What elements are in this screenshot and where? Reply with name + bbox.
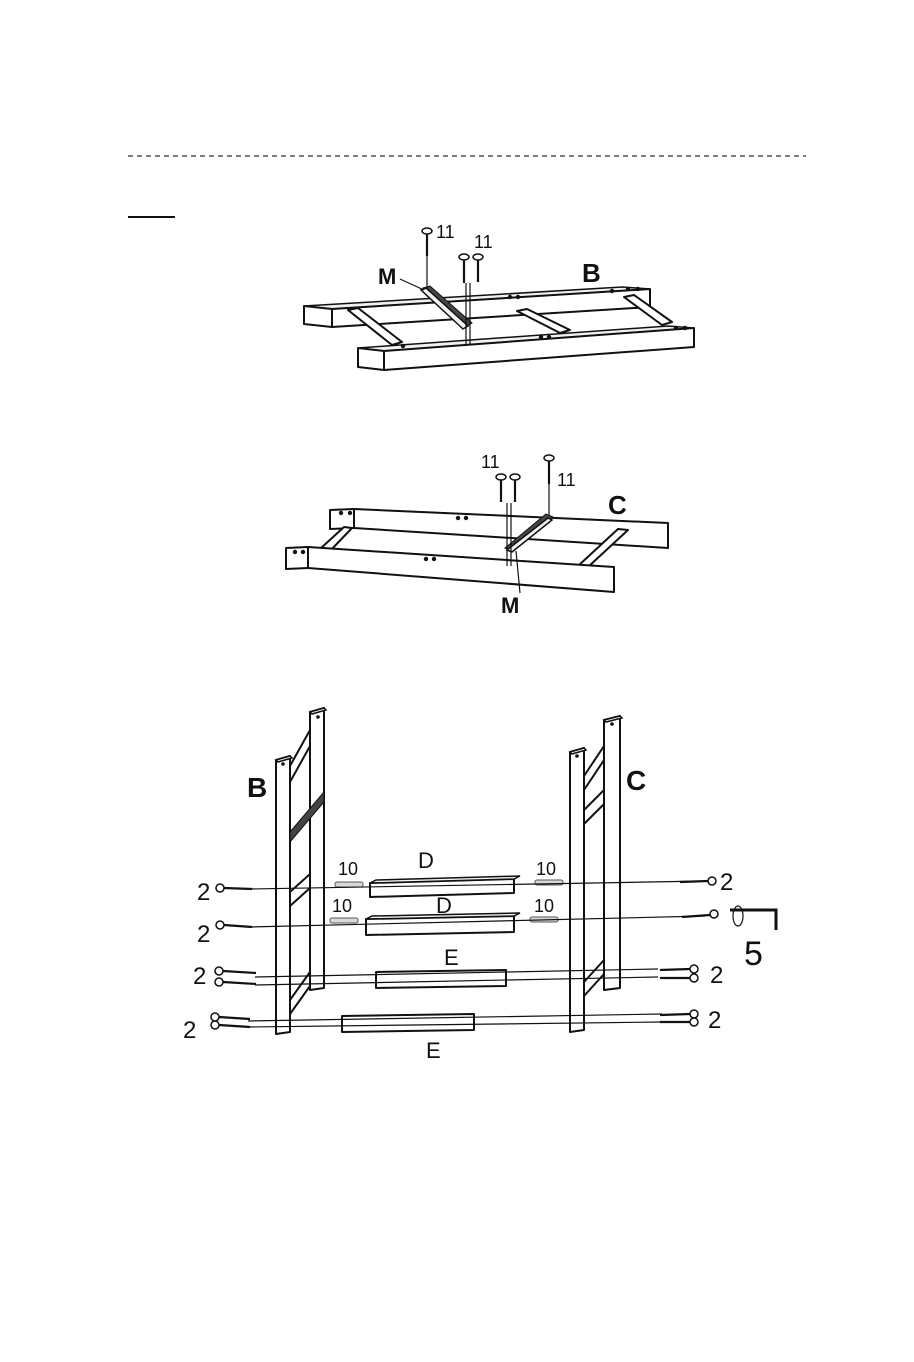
- step3-rails: [342, 876, 520, 1032]
- step2-screw-label-a: 11: [481, 452, 500, 472]
- step1-screw-label-a: 11: [436, 222, 455, 242]
- step1-frame-b: [304, 286, 694, 370]
- step2-screw-label-b: 11: [557, 470, 576, 490]
- step3-panel-label-c: C: [626, 765, 646, 796]
- step3-rail-label-e1: E: [444, 945, 459, 970]
- step3-bolt-label-r1: 2: [720, 869, 733, 896]
- hex-key-icon: [730, 906, 776, 930]
- step3-panel-c: [570, 716, 622, 1032]
- step3-bolt-label-r4: 2: [708, 1007, 721, 1034]
- step3-rail-label-d2: D: [436, 893, 452, 918]
- step3-rail-label-d1: D: [418, 848, 434, 873]
- step2-part-label-c: C: [608, 490, 627, 520]
- step3-dowel-label-l2: 10: [332, 896, 352, 916]
- step3-bolt-label-l2: 2: [197, 921, 210, 948]
- step3-bolt-label-r3: 2: [710, 962, 723, 989]
- step3-dowel-label-r1: 10: [536, 859, 556, 879]
- step2-frame-c: [286, 509, 668, 592]
- step3-bolt-label-l1: 2: [197, 879, 210, 906]
- step1-screws: [400, 228, 483, 345]
- step3-rail-label-e2: E: [426, 1038, 441, 1063]
- step3-panel-b: [276, 708, 326, 1034]
- step3-dowel-label-l1: 10: [338, 859, 358, 879]
- step1-part-label-b: B: [582, 258, 601, 288]
- step3-bolt-label-l4: 2: [183, 1017, 196, 1044]
- step3-dowel-label-r2: 10: [534, 896, 554, 916]
- step3-bolt-label-l3: 2: [193, 963, 206, 990]
- step1-screw-label-b: 11: [474, 232, 493, 252]
- step3-bolts-left: [211, 884, 256, 1029]
- step3-panel-label-b: B: [247, 772, 267, 803]
- step2-part-label-m: M: [501, 593, 519, 618]
- step3-bolts-right: [660, 877, 718, 1026]
- step3-tool-label: 5: [744, 935, 763, 973]
- step1-part-label-m: M: [378, 264, 396, 289]
